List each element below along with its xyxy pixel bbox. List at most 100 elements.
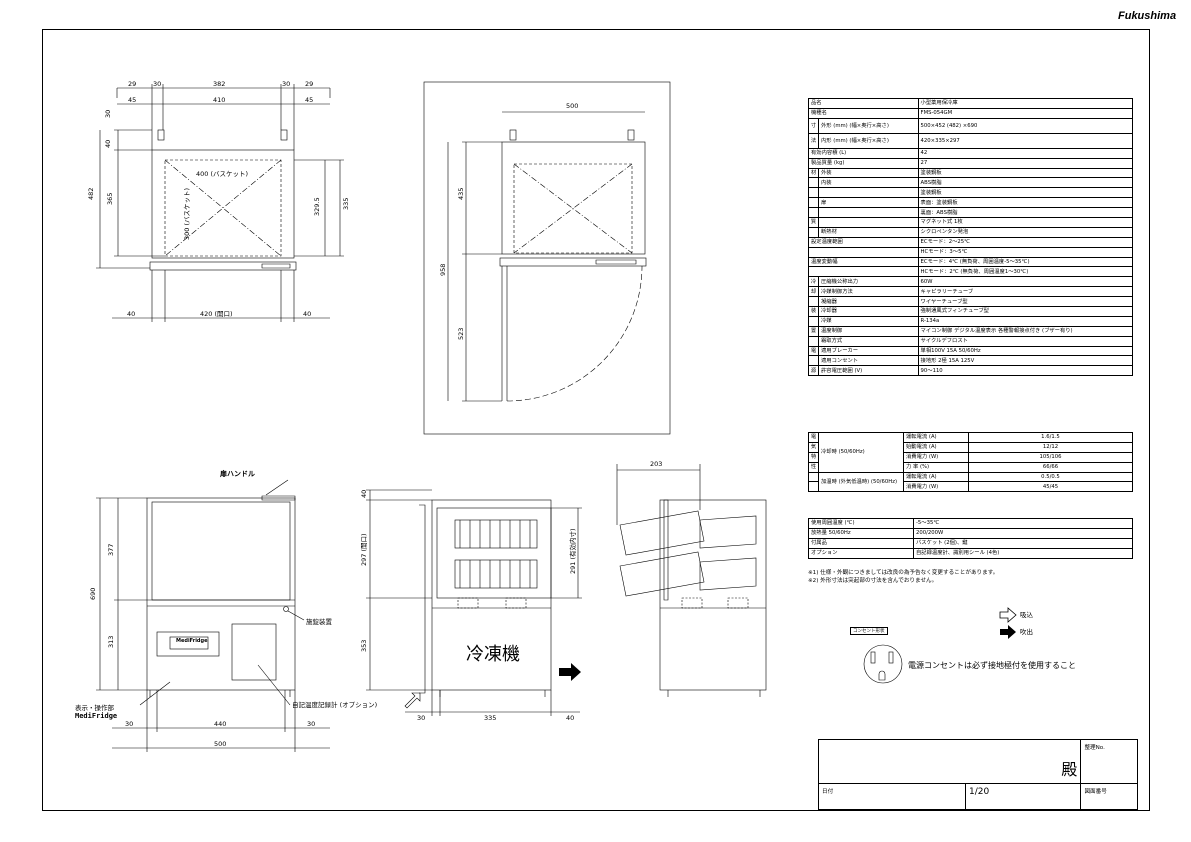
side-view: [366, 489, 582, 716]
basket-depth: 300 (バスケット): [183, 188, 191, 240]
door-swing-view: [423, 81, 671, 435]
spec-group: [808, 207, 819, 219]
notes: ※1) 仕様・外観につきましては改良の為予告なく変更することがあります。 ※2)…: [808, 569, 998, 585]
spec-value: 105/106: [968, 451, 1133, 463]
spec-cell: [808, 266, 919, 278]
dim-top-1: 29: [128, 80, 136, 88]
drawing-no-label: 図面番号: [1080, 783, 1138, 810]
spec-cell: 内装: [818, 177, 919, 189]
spec-cell: 加温時 (外気低温時) (50/60Hz): [818, 471, 904, 493]
spec-value: 200/200W: [913, 527, 1133, 539]
outlet-note: 電源コンセントは必ず接地極付を使用すること: [908, 661, 1076, 670]
spec-value: 裏面：ABS樹脂: [917, 207, 1134, 219]
front-dim-1: 30: [125, 720, 133, 728]
dim-left-4: 365: [106, 193, 114, 205]
spec-cell: 放熱量 50/60Hz: [808, 527, 914, 539]
spec-cell: 凝縮器: [818, 296, 919, 308]
outlet-symbol: [863, 644, 903, 684]
spec-cell: 内形 (mm) (幅×奥行×高さ): [818, 132, 919, 149]
spec-cell: 設定温度範囲: [808, 236, 919, 248]
handle-label: 扉ハンドル: [220, 470, 255, 478]
spec-group: 装: [808, 306, 819, 317]
spec-value: R-134a: [917, 315, 1134, 327]
spec-cell: 冷媒制御方法: [818, 286, 919, 298]
open-door-view: [616, 464, 767, 697]
front-lower: 313: [107, 636, 115, 648]
scale: 1/20: [964, 783, 1082, 810]
spec-value: 90～110: [917, 365, 1134, 377]
spec-cell: 適用ブレーカー: [818, 345, 919, 357]
swing-lower: 523: [457, 328, 465, 340]
spec-cell: 圧縮機公称出力: [818, 276, 919, 288]
top-view: [96, 84, 344, 322]
spec-value: マイコン制御 デジタル温度表示 各種警報接点付き (ブザー有り): [917, 325, 1134, 337]
spec-cell: 外装: [818, 167, 919, 179]
spec-group: 電: [808, 432, 819, 443]
spec-value: シクロペンタン発泡: [917, 226, 1134, 238]
spec-cell: 冷却器: [818, 306, 919, 317]
side-dim-2: 297 (開口): [360, 533, 368, 566]
spec-group: [808, 187, 819, 199]
compressor-label: 冷凍機: [466, 644, 520, 665]
spec-cell: 温度変動幅: [808, 256, 919, 268]
spec-cell: [818, 207, 919, 219]
spec-cell: 扉: [818, 197, 919, 209]
drawing-frame: [42, 29, 1150, 811]
spec-cell: 消費電力 (W): [903, 481, 969, 493]
display-badge: MediFridge: [176, 638, 208, 644]
spec-group: 質: [808, 217, 819, 228]
side-inner-dim: 291 (有効内寸): [568, 528, 577, 574]
spec-cell: オプション: [808, 547, 914, 559]
spec-value: FMS-054GM: [917, 107, 1134, 119]
exhaust-arrow-icon: [1000, 625, 1016, 639]
spec-value: -5～35℃: [913, 518, 1133, 529]
spec-value: 45/45: [968, 481, 1133, 493]
side-bottom-1: 30: [417, 714, 425, 722]
basket-width: 400 (バスケット): [196, 170, 248, 178]
spec-value: ECモード：2～25℃: [917, 236, 1134, 248]
spec-value: ECモード：4℃ (無負荷、周囲温度-5～35℃): [917, 256, 1134, 268]
spec-value: ABS樹脂: [917, 177, 1134, 189]
exhaust-label: 吹出: [1020, 628, 1033, 636]
front-dim-4: 500: [214, 740, 226, 748]
spec-value: ワイヤーチューブ型: [917, 296, 1134, 308]
dim-left-1: 30: [104, 110, 112, 118]
dim-bottom-3: 40: [303, 310, 311, 318]
spec-value: 42: [917, 147, 1134, 159]
brand-label: MediFridge: [75, 712, 118, 720]
spec-cell: 外形 (mm) (幅×奥行×高さ): [818, 117, 919, 134]
spec-cell: 冷却時 (50/60Hz): [818, 432, 904, 473]
spec-value: 塗装鋼板: [917, 167, 1134, 179]
spec-cell: 消費電力 (W): [903, 451, 969, 463]
spec-value: 420×335×297: [917, 132, 1134, 149]
spec-group: [808, 197, 819, 209]
spec-cell: 冷媒: [818, 315, 919, 327]
front-upper: 377: [107, 544, 115, 556]
lock-label: 施錠装置: [306, 618, 332, 626]
seiri-label: 整理No.: [1080, 739, 1138, 784]
intake-label: 吸込: [1020, 611, 1033, 619]
spec-cell: 許容電圧範囲 (V): [818, 365, 919, 377]
spec-value: 66/66: [968, 461, 1133, 473]
spec-value: 強制通風式フィンチューブ型: [917, 306, 1134, 317]
spec-value: バスケット (2個)、鍵: [913, 537, 1133, 549]
spec-group: 電: [808, 345, 819, 357]
spec-value: 27: [917, 157, 1134, 169]
airflow-arrow-icon: [559, 663, 581, 681]
dim-right-1: 329.5: [313, 197, 321, 216]
title-block: 殿 整理No. 日付 1/20 図面番号: [817, 739, 1138, 810]
note-2: ※2) 外形寸法は突起部の寸法を含んでおりません。: [808, 578, 938, 584]
dim-second-3: 45: [305, 96, 313, 104]
dim-bottom-2: 420 (開口): [200, 310, 233, 318]
spec-group: 性: [808, 461, 819, 473]
spec-cell: 断熱材: [818, 226, 919, 238]
spec-group: [808, 226, 819, 238]
spec-cell: 運転電流 (A): [903, 432, 969, 443]
spec-cell: 温度制御: [818, 325, 919, 337]
spec-value: サイクルデフロスト: [917, 335, 1134, 347]
dim-bottom-1: 40: [127, 310, 135, 318]
spec-cell: 付属品: [808, 537, 914, 549]
spec-value: 500×452 (482) ×690: [917, 117, 1134, 134]
spec-group: [808, 177, 819, 189]
